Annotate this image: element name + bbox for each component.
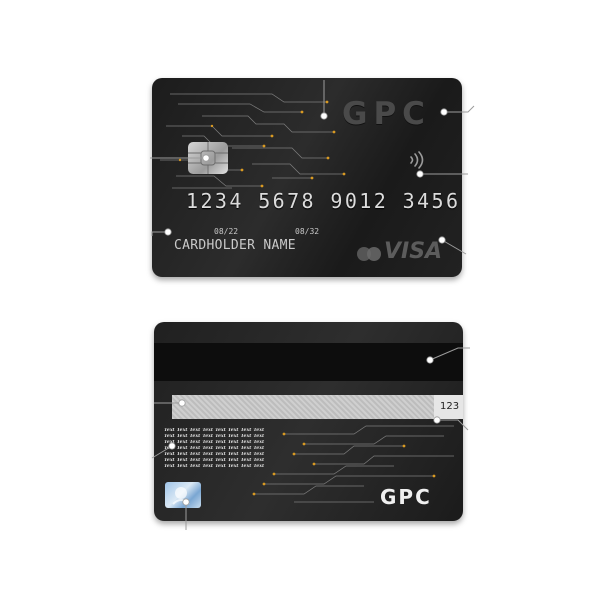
fine-print-line: Text Text Text Text Text Text Text Text — [164, 434, 265, 439]
fine-print-line: Text Text Text Text Text Text Text Text — [164, 452, 265, 457]
fine-print-line: Text Text Text Text Text Text Text Text — [164, 440, 265, 445]
card-logo-back: GPC — [380, 485, 432, 509]
fine-print: Text Text Text Text Text Text Text Text … — [164, 428, 280, 470]
card-logo: GPC — [342, 96, 431, 132]
cvv-box — [434, 395, 463, 419]
fine-print-line: Text Text Text Text Text Text Text Text — [164, 446, 265, 451]
signature-panel: 123 — [172, 395, 463, 419]
cvv-code: 123 — [440, 401, 460, 412]
cardholder-name: CARDHOLDER NAME — [174, 238, 296, 253]
contactless-icon — [408, 151, 428, 173]
circuit-pattern-back — [252, 425, 454, 503]
valid-thru-date: 08/32 — [295, 227, 320, 236]
card-number: 1234 5678 9012 3456 — [186, 189, 461, 213]
visa-brand-logo: VISA — [384, 239, 443, 264]
hologram-icon — [165, 482, 201, 508]
circuit-pattern-front — [160, 93, 346, 189]
valid-from-date: 08/22 — [214, 227, 239, 236]
chip-icon — [188, 142, 228, 174]
magnetic-stripe — [154, 343, 463, 381]
fine-print-line: Text Text Text Text Text Text Text Text — [164, 458, 265, 463]
credit-card-back: 123 Text Text Text Text Text Text Text T… — [154, 322, 463, 521]
fine-print-line: Text Text Text Text Text Text Text Text — [164, 464, 265, 469]
credit-card-front: GPC 1234 5678 9012 3456 08/22 08/32 CARD… — [152, 78, 462, 277]
fine-print-line: Text Text Text Text Text Text Text Text — [164, 428, 265, 433]
mastercard-circles-icon — [355, 246, 383, 266]
